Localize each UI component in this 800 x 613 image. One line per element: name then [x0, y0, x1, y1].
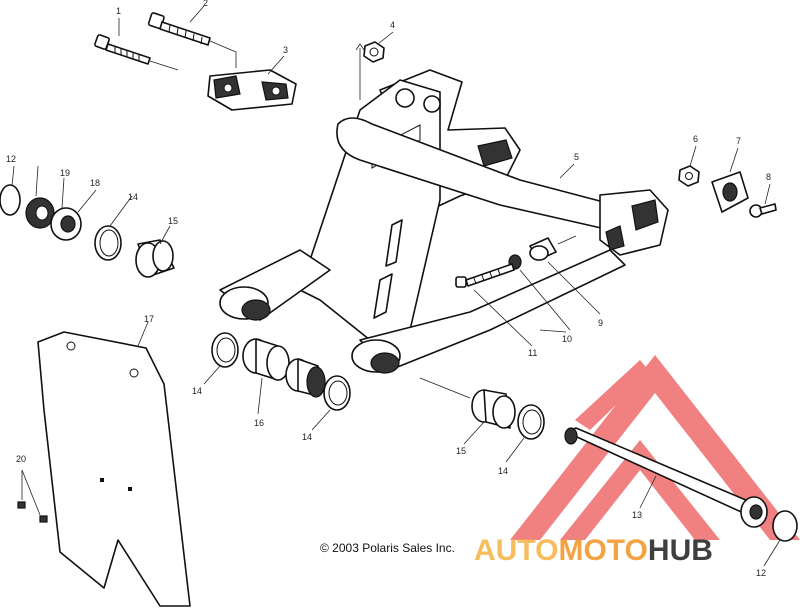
callout-15-left: 15 — [168, 216, 178, 226]
leader-lines — [11, 5, 781, 567]
bushing-part-15-left — [135, 239, 175, 278]
callout-9: 9 — [598, 318, 603, 328]
o-ring-part-14-center — [211, 332, 239, 368]
swingarm-frame — [219, 69, 669, 374]
callout-16: 16 — [254, 418, 264, 428]
callout-labels: 1 2 3 4 5 6 7 8 9 10 11 12 12 13 14 14 1… — [6, 0, 771, 578]
callout-14-center: 14 — [192, 386, 202, 396]
o-ring-part-14-left — [94, 225, 122, 261]
callout-5: 5 — [574, 152, 579, 162]
callout-20: 20 — [16, 454, 26, 464]
callout-17: 17 — [144, 314, 154, 324]
callout-14-far: 14 — [498, 466, 508, 476]
callout-19: 19 — [60, 168, 70, 178]
guard-plate-part-17 — [37, 331, 191, 607]
callout-18: 18 — [90, 178, 100, 188]
callout-11: 11 — [528, 348, 537, 358]
bolt-part-11 — [455, 263, 515, 288]
callout-14-left: 14 — [128, 192, 138, 202]
seal-part-12-left — [0, 184, 21, 216]
callout-6: 6 — [693, 134, 698, 144]
spacer-part-9 — [529, 235, 577, 261]
callout-4: 4 — [390, 20, 395, 30]
bolt-part-1 — [94, 34, 179, 71]
washer-part-18 — [50, 207, 82, 241]
callout-1: 1 — [116, 6, 121, 16]
watermark-part-hub: HUB — [648, 534, 713, 567]
callout-8: 8 — [766, 172, 771, 182]
callout-14-right: 14 — [302, 432, 312, 442]
watermark-text: AUTOMOTOHUB — [474, 534, 713, 567]
seal-part-12-right — [772, 510, 798, 542]
callout-10: 10 — [562, 334, 572, 344]
watermark-part-auto: AUTO — [474, 534, 558, 567]
o-ring-part-14-far — [517, 404, 545, 440]
svg-text:AUTOMOTOHUB: AUTOMOTOHUB — [474, 534, 713, 567]
shaft-part-13 — [564, 427, 768, 528]
plate-part-7 — [711, 171, 749, 213]
nut-part-6 — [678, 165, 700, 187]
clamp-part-3 — [207, 69, 297, 111]
callout-7: 7 — [736, 136, 741, 146]
screw-part-20 — [17, 469, 48, 523]
callout-15-right: 15 — [456, 446, 466, 456]
bearing-part-19 — [25, 197, 55, 229]
callout-12-left: 12 — [6, 154, 16, 164]
bolt-part-2 — [147, 12, 237, 68]
callout-12-right: 12 — [756, 568, 766, 578]
watermark-part-moto: MOTO — [558, 534, 647, 567]
bushing-part-16-b — [285, 358, 326, 398]
copyright-text: © 2003 Polaris Sales Inc. — [320, 541, 455, 555]
screw-part-8 — [749, 203, 777, 218]
bushing-part-16-a — [242, 338, 290, 381]
o-ring-part-14-right — [323, 375, 351, 411]
callout-2: 2 — [203, 0, 208, 8]
watermark-logo — [510, 355, 800, 540]
callout-13: 13 — [632, 510, 642, 520]
callout-3: 3 — [283, 45, 288, 55]
nut-part-4 — [355, 41, 385, 100]
bushing-part-15-right — [471, 389, 516, 429]
